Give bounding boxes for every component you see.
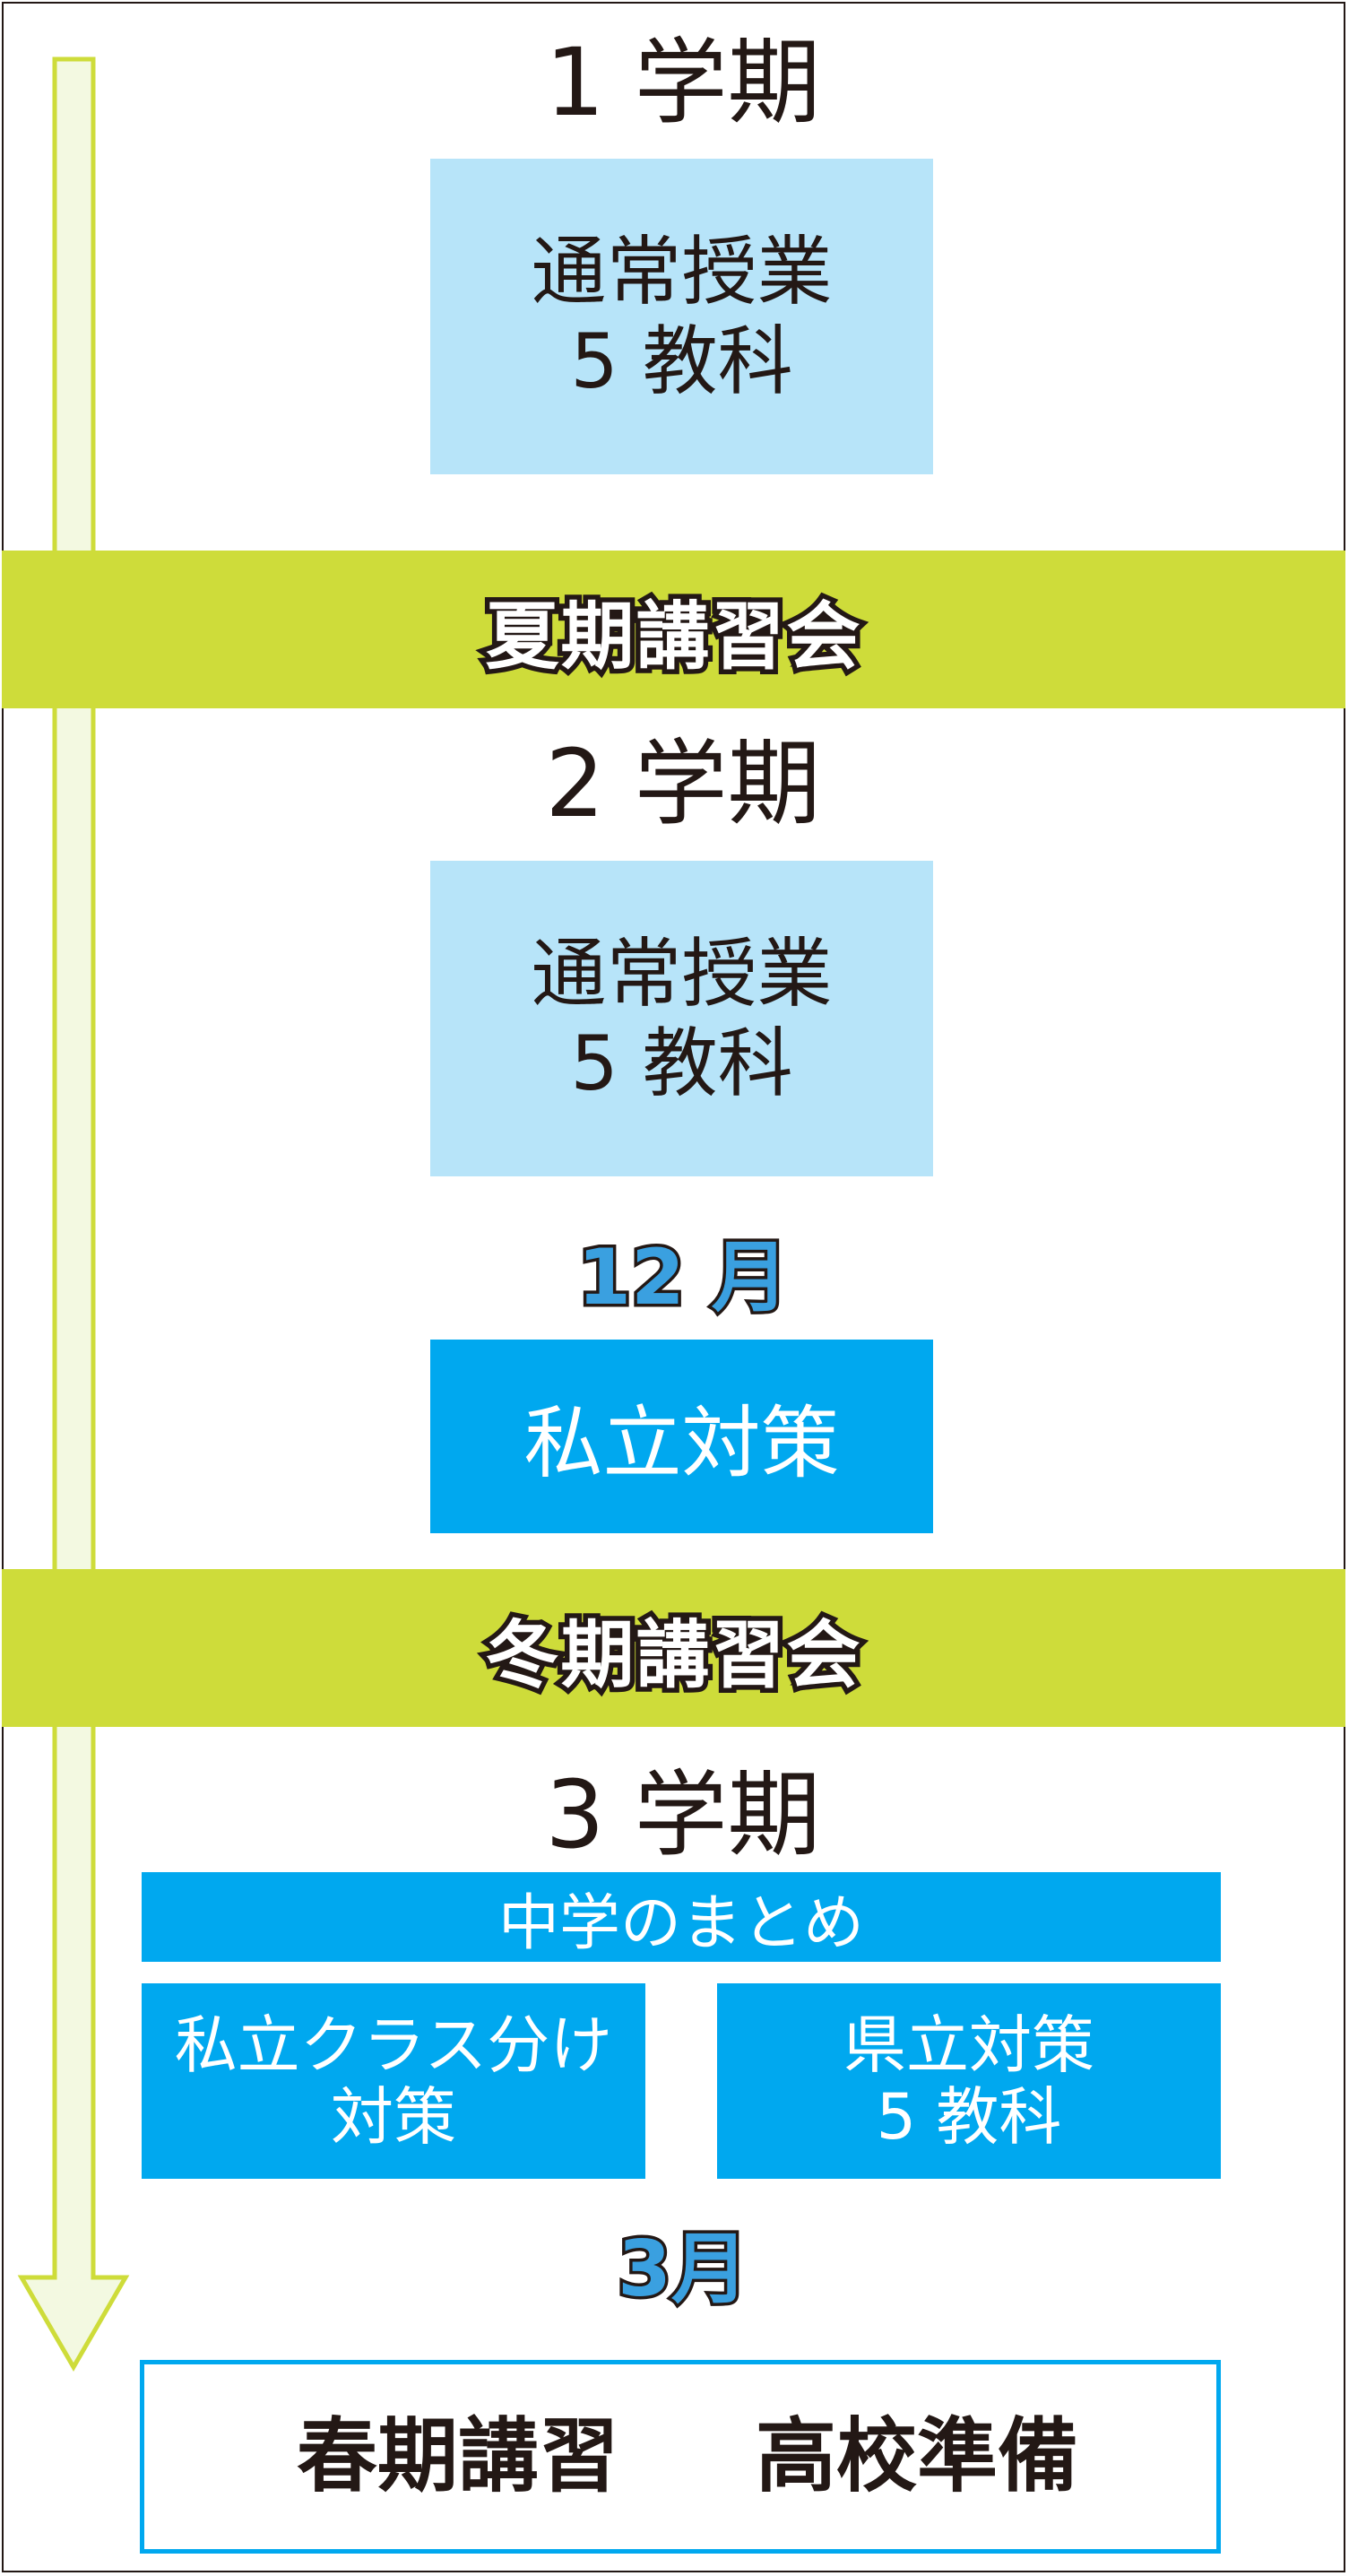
private-class-placement-box: 私立クラス分け 対策	[142, 1983, 645, 2179]
term2-box-line2: 5 教科	[570, 1019, 793, 1107]
december-label: 12 月	[575, 1233, 792, 1323]
private-class-placement-line2: 対策	[331, 2080, 456, 2154]
term2-box-line1: 通常授業	[531, 930, 833, 1018]
spring-course-box: 春期講習 高校準備	[140, 2360, 1221, 2554]
private-class-placement-line1: 私立クラス分け	[174, 2008, 613, 2082]
prefectural-prep-line1: 県立対策	[843, 2008, 1094, 2082]
prefectural-school-prep-box: 県立対策 5 教科	[717, 1983, 1221, 2179]
timeline-arrow-icon	[17, 56, 130, 2372]
summer-course-band: 夏期講習会	[2, 551, 1345, 708]
spring-course-label: 春期講習	[297, 2409, 619, 2503]
term1-heading: 1 学期	[545, 28, 821, 137]
term2-regular-classes-box: 通常授業 5 教科	[430, 861, 933, 1176]
winter-course-label: 冬期講習会	[480, 1608, 865, 1703]
high-school-prep-label: 高校準備	[756, 2409, 1078, 2503]
summer-course-label: 夏期講習会	[480, 589, 865, 684]
junior-high-review-label: 中学のまとめ	[497, 1887, 864, 1959]
private-school-prep-box: 私立対策	[430, 1340, 933, 1533]
junior-high-review-box: 中学のまとめ	[142, 1872, 1221, 1962]
march-label: 3月	[615, 2225, 752, 2314]
term1-regular-classes-box: 通常授業 5 教科	[430, 159, 933, 474]
term2-heading: 2 学期	[545, 729, 821, 838]
term1-box-line2: 5 教科	[570, 317, 793, 405]
term3-heading: 3 学期	[545, 1760, 821, 1869]
private-school-prep-label: 私立対策	[523, 1396, 840, 1489]
winter-course-band: 冬期講習会	[2, 1569, 1345, 1727]
prefectural-prep-line2: 5 教科	[876, 2080, 1062, 2154]
term1-box-line1: 通常授業	[531, 228, 833, 316]
